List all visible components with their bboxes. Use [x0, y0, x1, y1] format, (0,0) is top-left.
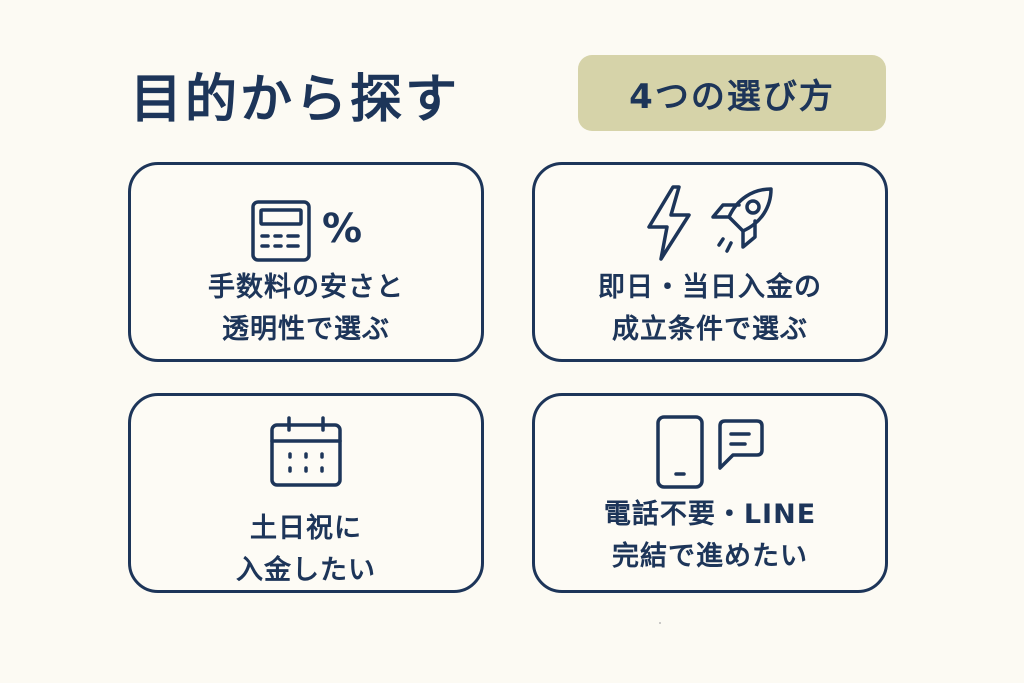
card-label-line1: 手数料の安さと	[208, 272, 404, 303]
card-same-day-deposit[interactable]: 即日・当日入金の 成立条件で選ぶ	[532, 162, 888, 362]
smartphone-icon	[655, 414, 705, 490]
card-line-no-phone[interactable]: 電話不要・LINE 完結で進めたい	[532, 393, 888, 593]
calendar-icon	[269, 416, 343, 488]
rocket-icon	[705, 183, 777, 263]
card-label-line2: 完結で進めたい	[611, 541, 808, 572]
decorative-dot	[659, 622, 661, 624]
page-title: 目的から探す	[130, 70, 461, 130]
card-label-line1: 土日祝に	[250, 513, 362, 544]
card-low-fees[interactable]: % 手数料の安さと 透明性で選ぶ	[128, 162, 484, 362]
chat-bubble-icon	[715, 418, 765, 472]
card-label-line2: 成立条件で選ぶ	[612, 314, 808, 345]
selection-count-badge: 4つの選び方	[578, 55, 886, 131]
card-label-line1: 即日・当日入金の	[598, 272, 822, 303]
lightning-icon	[643, 183, 695, 263]
card-label-line1: 電話不要・LINE	[603, 499, 817, 530]
calculator-icon	[250, 199, 312, 263]
percent-icon: %	[321, 206, 363, 252]
card-weekend-deposit[interactable]: 土日祝に 入金したい	[128, 393, 484, 593]
card-label-line2: 入金したい	[236, 555, 376, 586]
card-label-line2: 透明性で選ぶ	[222, 314, 390, 345]
